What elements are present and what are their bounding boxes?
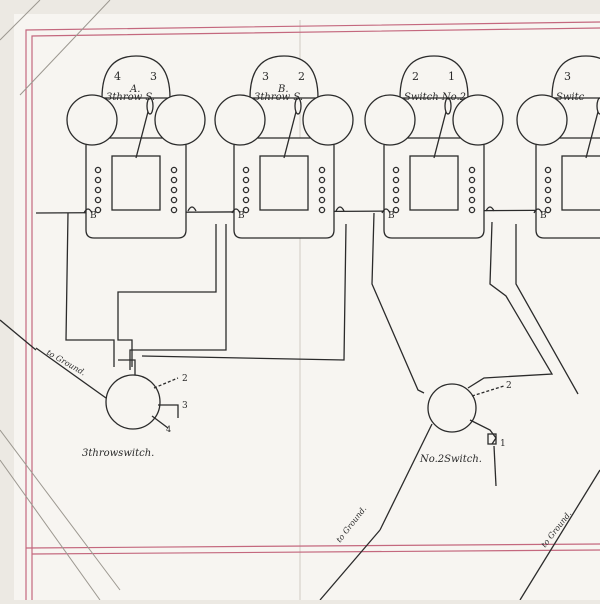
contact-right [318, 186, 326, 194]
contact-left [94, 176, 102, 184]
contact-right [468, 186, 476, 194]
wiring-left [65, 212, 347, 383]
unit-title: 3throw S. [254, 92, 303, 103]
unit-title: Switc [556, 92, 585, 103]
bus-loop [335, 206, 345, 212]
contact-left [242, 206, 250, 214]
no2-contact-1: 1 [500, 439, 506, 449]
switch-dome [551, 55, 600, 99]
three-throw-contact-3: 3 [182, 401, 188, 411]
contact-left [242, 166, 250, 174]
contact-left [242, 196, 250, 204]
contact-left [392, 176, 400, 184]
switch-panel [259, 155, 309, 211]
terminal-label: B [90, 211, 97, 221]
switch-panel [561, 155, 600, 211]
unit-letter: A. [129, 84, 140, 95]
bus-loop [485, 206, 495, 212]
border-frame [25, 21, 600, 600]
contact-right [468, 206, 476, 214]
left-wheel [214, 94, 266, 146]
contact-right [170, 166, 178, 174]
contact-left [94, 186, 102, 194]
switch-panel [111, 155, 161, 211]
wiring-right [371, 212, 579, 395]
contact-right [318, 166, 326, 174]
bus-loop [83, 208, 93, 214]
contact-right [468, 196, 476, 204]
contact-left [242, 176, 250, 184]
left-wheel [516, 94, 568, 146]
lever-handle [146, 97, 154, 115]
switch-dome [249, 55, 319, 99]
bus-loop [187, 206, 197, 212]
switch-dome [101, 55, 171, 99]
contact-left [544, 186, 552, 194]
lever-handle [294, 97, 302, 115]
contact-left [392, 206, 400, 214]
terminal-label: B [238, 211, 245, 221]
bus-loop [231, 208, 241, 214]
contact-right [468, 166, 476, 174]
terminal-label: B [388, 211, 395, 221]
dial-label-right: 1 [448, 70, 455, 83]
lever-handle [444, 97, 452, 115]
contact-right [170, 186, 178, 194]
contact-right [318, 176, 326, 184]
contact-left [242, 186, 250, 194]
three-throw-contact-2: 2 [182, 374, 188, 384]
switch-unit-B: 3 2B.3throw S. B [214, 55, 354, 239]
contact-left [544, 196, 552, 204]
switch-dome [399, 55, 469, 99]
right-wheel [452, 94, 504, 146]
contact-right [170, 196, 178, 204]
contact-right [318, 196, 326, 204]
paper-edges [0, 0, 121, 601]
contact-right [170, 206, 178, 214]
contact-left [544, 176, 552, 184]
three-throw-contact-4: 4 [166, 425, 171, 434]
contact-left [94, 166, 102, 174]
terminal-label: B [540, 211, 547, 221]
three-throw-switch-label: 3throwswitch. [82, 448, 154, 459]
switch-unit-A: 4 3A.3throw S. B [66, 55, 206, 239]
switch-panel [409, 155, 459, 211]
contact-left [392, 166, 400, 174]
dial-label-left: 3 [564, 70, 571, 83]
contact-left [544, 206, 552, 214]
contact-left [94, 206, 102, 214]
dial-label-right: 3 [150, 70, 157, 83]
dial-label-left: 2 [412, 70, 419, 83]
unit-title: 3throw S. [106, 92, 155, 103]
bus-loop [381, 208, 391, 214]
no2-switch-label: No.2Switch. [419, 454, 482, 465]
right-wheel [302, 94, 354, 146]
dial-label-right: 2 [298, 70, 305, 83]
contact-left [392, 186, 400, 194]
contact-right [170, 176, 178, 184]
no2-switch: 2 1 No.2Switch. [379, 381, 512, 531]
contact-left [94, 196, 102, 204]
contact-right [318, 206, 326, 214]
contact-right [468, 176, 476, 184]
unit-title: Switch No.2 [404, 92, 466, 103]
bus-loop [533, 208, 543, 214]
contact-left [392, 196, 400, 204]
no2-contact-2: 2 [506, 381, 512, 391]
unit-letter: B. [277, 84, 289, 95]
dial-label-left: 3 [262, 70, 269, 83]
left-wheel [364, 94, 416, 146]
dial-label-left: 4 [114, 70, 121, 83]
left-wheel [66, 94, 118, 146]
right-wheel [154, 94, 206, 146]
lever-handle [596, 97, 600, 115]
contact-left [544, 166, 552, 174]
